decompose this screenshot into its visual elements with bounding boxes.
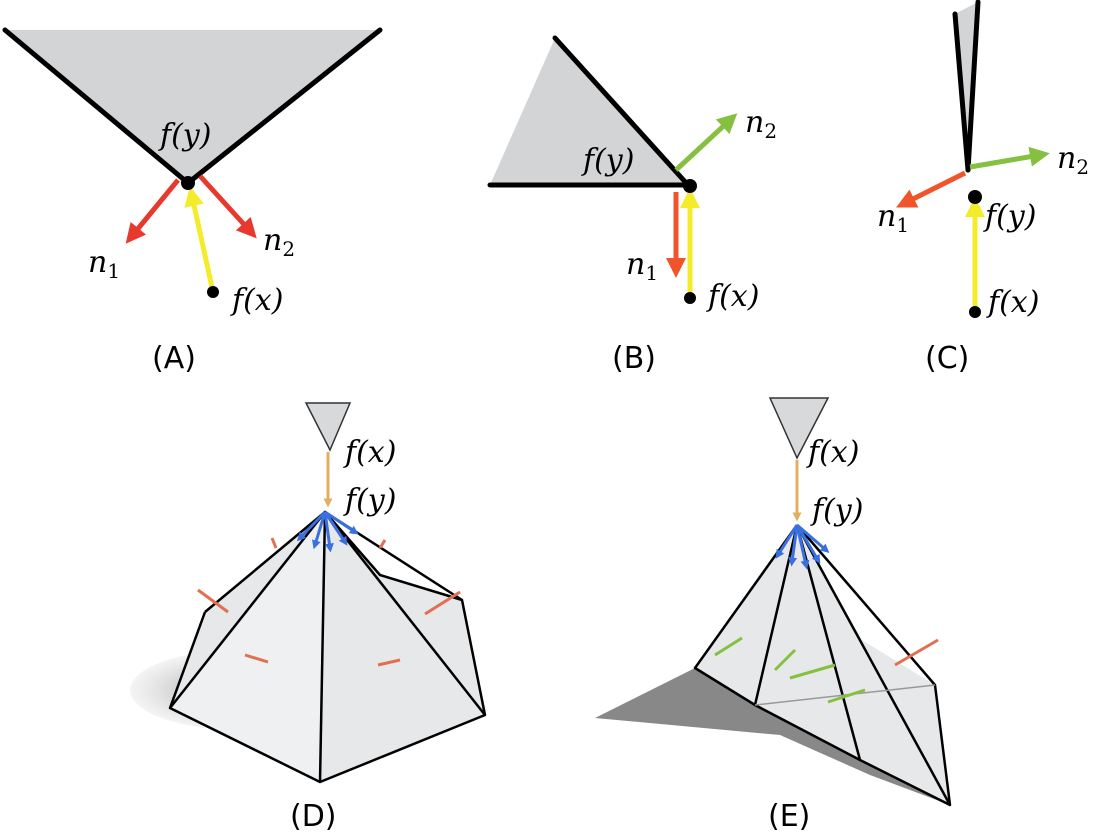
normal-cone-arrows — [296, 510, 359, 553]
label-fy: f(y) — [810, 493, 863, 528]
caption-b: (B) — [612, 341, 656, 376]
shadow — [595, 668, 950, 805]
point-fy — [683, 179, 697, 193]
cone-edge — [965, 0, 981, 173]
panel-c: n2 n1 f(y) f(x) (C) — [877, 0, 1089, 376]
query-cone-icon — [768, 397, 830, 460]
normal-n2-arrow — [674, 113, 738, 172]
caption-c: (C) — [925, 341, 969, 376]
normal-n2-arrow — [198, 174, 257, 239]
normal-cone-arrows — [775, 523, 830, 570]
label-fx: f(x) — [986, 285, 1039, 320]
normal-n1-arrow — [896, 170, 967, 208]
cone-region — [5, 30, 380, 183]
label-fy: f(y) — [343, 483, 396, 518]
face-normals — [714, 636, 866, 704]
face-normals — [197, 537, 461, 667]
point-fx — [969, 306, 981, 318]
caption-d: (D) — [290, 799, 337, 834]
pyramid-edge — [324, 511, 486, 716]
panel-a: f(y) n1 n2 f(x) (A) — [2, 27, 383, 376]
label-fx: f(x) — [230, 283, 283, 318]
label-n1: n1 — [88, 245, 120, 283]
cone-edge — [952, 11, 971, 173]
label-fy: f(y) — [158, 118, 211, 153]
normal-n2-arrow — [969, 146, 1050, 170]
face-normal-red — [894, 638, 939, 667]
label-n2: n2 — [1057, 141, 1089, 179]
label-fx: f(x) — [343, 435, 396, 470]
pyramid-edge — [753, 524, 799, 706]
pyramid — [695, 525, 950, 805]
panel-b: f(y) n2 n1 f(x) (B) — [487, 35, 777, 376]
query-cone-icon — [304, 402, 352, 452]
projection-arrow — [184, 186, 216, 293]
point-fy — [968, 190, 982, 204]
cone-edge — [185, 27, 383, 186]
panel-e: f(x) f(y) (E) — [595, 397, 952, 834]
panel-d: f(x) f(y) (D) — [130, 402, 487, 834]
label-fy: f(y) — [581, 143, 634, 178]
label-n2: n2 — [745, 105, 777, 143]
cone-edge — [552, 35, 691, 188]
label-n2: n2 — [263, 223, 295, 261]
caption-e: (E) — [768, 799, 810, 834]
pyramid-edge — [795, 524, 952, 806]
pyramid-face — [170, 512, 325, 782]
label-n1: n1 — [626, 247, 658, 285]
cone-region — [955, 2, 978, 170]
caption-a: (A) — [152, 341, 196, 376]
pyramid-edge — [318, 511, 327, 783]
point-fx — [207, 286, 219, 298]
label-fx: f(x) — [806, 435, 859, 470]
label-fx: f(x) — [706, 279, 759, 314]
cone-edge — [2, 27, 191, 186]
cone-region — [490, 38, 688, 185]
normal-n1-arrow — [125, 178, 180, 244]
point-fx — [684, 292, 696, 304]
label-n1: n1 — [877, 199, 909, 237]
point-fy — [181, 176, 195, 190]
label-fy: f(y) — [983, 199, 1036, 234]
pyramid-edge — [169, 511, 326, 709]
